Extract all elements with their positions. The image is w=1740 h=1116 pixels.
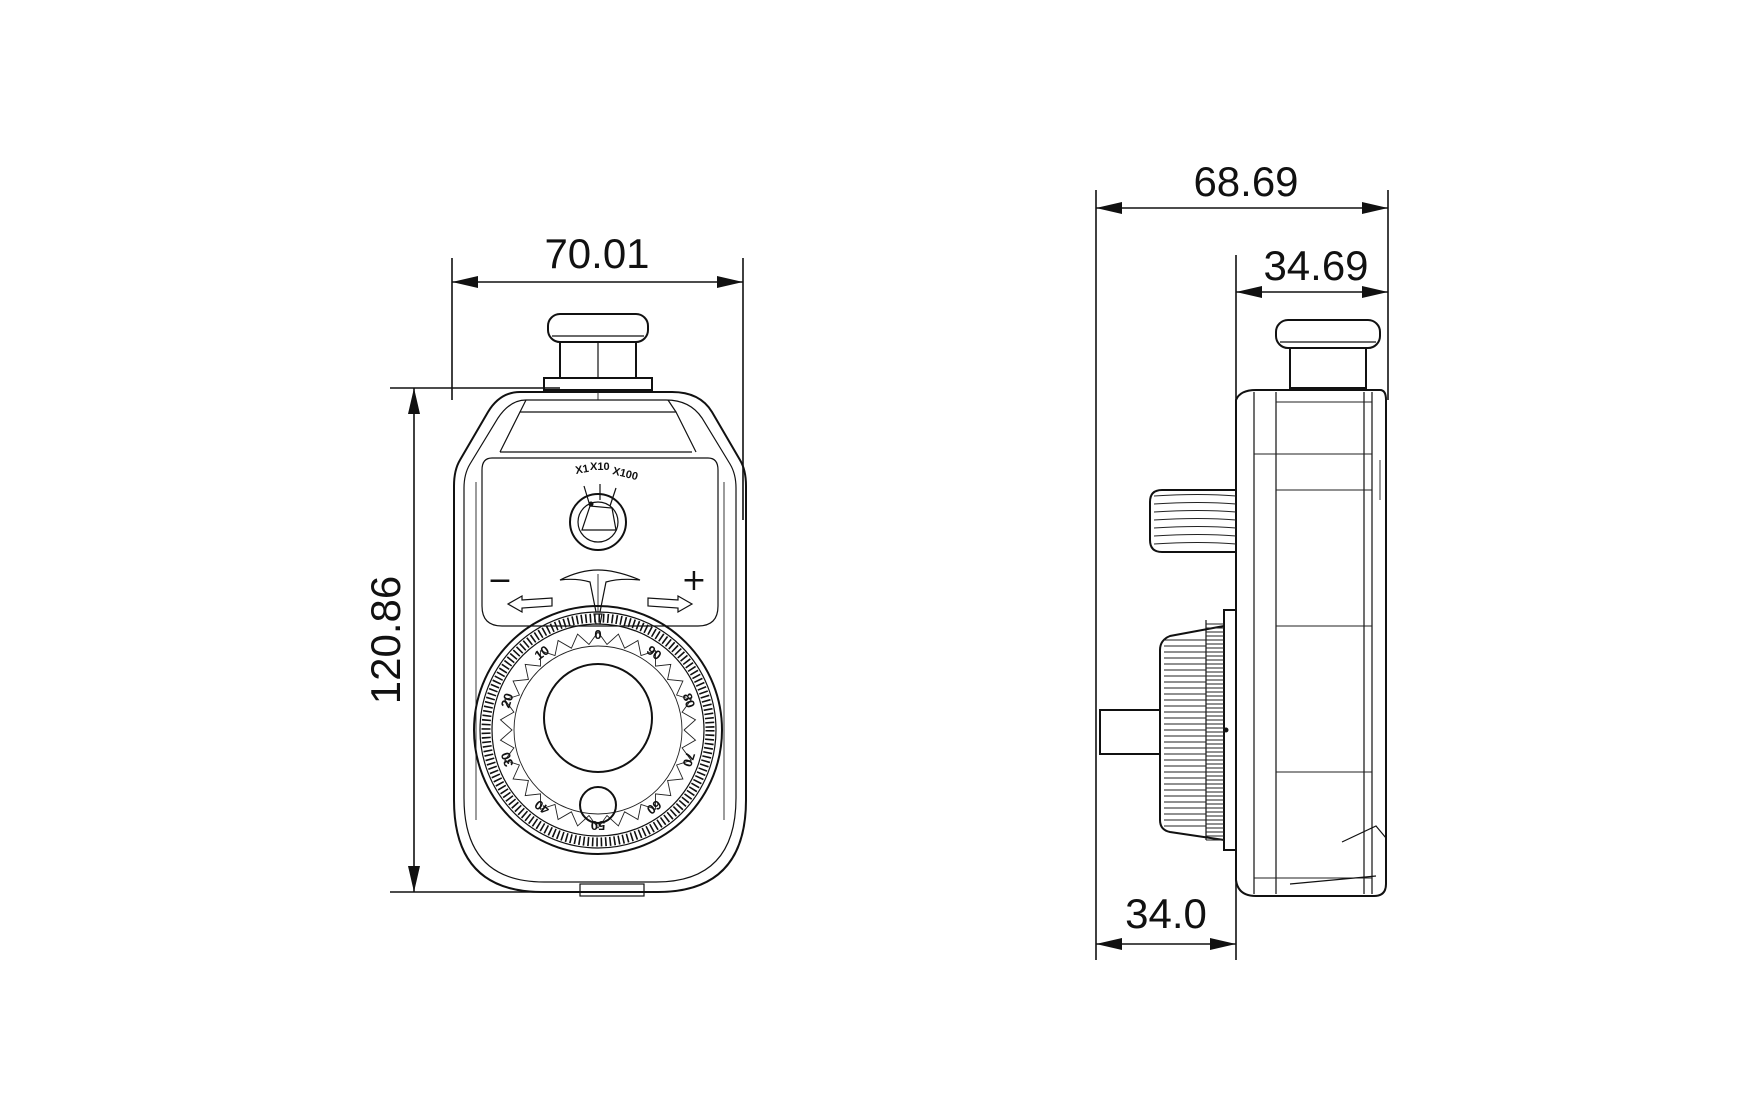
dial-scale-label: 10 [532,642,553,663]
side-total-width-dimension: 68.69 [1095,158,1389,960]
front-view: 70.01 120.86 [362,230,747,897]
dial-scale-label: 90 [644,642,665,663]
dial-scale-label: 60 [644,797,665,818]
selector-label-x100: X100 [611,465,639,483]
dial-scale-label: 80 [680,691,699,709]
dial-scale-labels: 0 10 20 30 40 50 60 70 80 90 [498,627,698,833]
left-arrow-icon [506,594,553,614]
side-body-width-label: 34.69 [1263,242,1368,289]
knob-ridge [1153,526,1237,529]
dial-scale-label: 30 [498,750,517,768]
front-height-label: 120.86 [362,576,409,704]
front-housing [453,391,747,897]
side-handwheel [1099,609,1236,851]
right-arrow-icon [647,594,694,614]
knob-ridge [1153,534,1237,537]
knob-ridge [1153,494,1237,497]
dial-scale-label: 70 [680,750,699,768]
grip-scallop-path [499,631,697,829]
handwheel-grip-ring [499,631,697,829]
minus-sign: − [487,563,512,598]
side-view: 68.69 34.69 34.0 [1095,158,1389,960]
dial-scale-label: 20 [498,691,517,709]
front-width-label: 70.01 [544,230,649,277]
handwheel-front: 0 10 20 30 40 50 60 70 80 90 [473,605,723,855]
direction-indicators: − + [487,563,707,614]
multiplier-selector-switch: X1 X10 X100 [569,461,639,551]
knob-ridge [1153,510,1237,513]
emergency-stop-button [543,313,653,391]
front-height-dimension: 120.86 [362,387,560,893]
front-panel [481,457,719,627]
side-selector-knob [1149,489,1237,553]
knob-ridge [1153,542,1237,545]
dial-scale-label: 0 [594,627,601,642]
plus-sign: + [681,563,706,598]
dial-scale-label: 50 [591,818,605,833]
side-housing [1235,389,1387,897]
selector-label-x1: X1 [574,463,589,477]
knob-ridge [1153,502,1237,505]
side-emergency-stop [1275,319,1381,389]
side-shaft-label: 34.0 [1125,890,1207,937]
side-handwheel-knurl [1164,623,1224,841]
knob-ridge [1153,518,1237,521]
side-total-width-label: 68.69 [1193,158,1298,205]
side-shaft-dimension: 34.0 [1096,890,1236,950]
selector-label-x10: X10 [590,461,610,473]
dial-scale-label: 40 [532,797,553,818]
side-knob-ridges [1153,494,1237,545]
front-width-dimension: 70.01 [451,230,744,520]
side-body-width-dimension: 34.69 [1235,242,1388,960]
